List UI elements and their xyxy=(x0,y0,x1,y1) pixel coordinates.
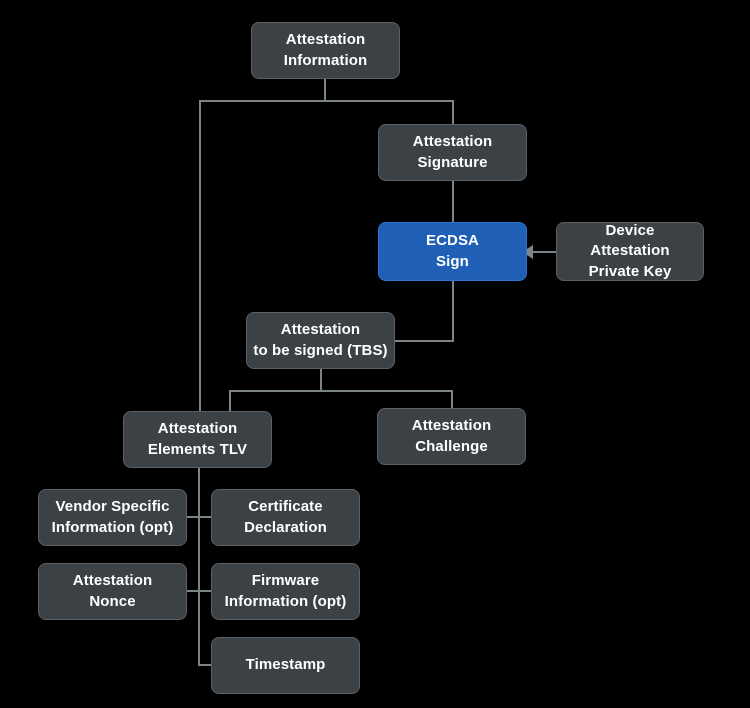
node-ecdsa-sign[interactable]: ECDSA Sign xyxy=(378,222,527,281)
edge-private-key-to-ecdsa-sign xyxy=(533,251,557,253)
node-certificate-declaration[interactable]: Certificate Declaration xyxy=(211,489,360,546)
node-vendor-specific-information[interactable]: Vendor Specific Information (opt) xyxy=(38,489,187,546)
edge-tbs-to-elements-tlv xyxy=(229,390,231,413)
node-attestation-challenge[interactable]: Attestation Challenge xyxy=(377,408,526,465)
edge-left-trunk-to-elements-tlv xyxy=(199,100,201,413)
node-timestamp-label: Timestamp xyxy=(245,656,326,674)
edge-branch-row1-right xyxy=(198,516,213,518)
edge-branch-row1-left xyxy=(186,516,200,518)
node-attestation-challenge-label: Attestation Challenge xyxy=(411,417,492,455)
edge-tbs-to-attestation-challenge xyxy=(451,390,453,408)
edge-drop-to-attestation-signature xyxy=(452,100,454,124)
edge-branch-row3-right xyxy=(198,664,213,666)
node-attestation-nonce-label: Attestation Nonce xyxy=(72,572,153,610)
node-attestation-tbs[interactable]: Attestation to be signed (TBS) xyxy=(246,312,395,369)
edge-branch-row2-left xyxy=(186,590,200,592)
edge-attestation-information-stem xyxy=(324,79,326,102)
node-ecdsa-sign-label: ECDSA Sign xyxy=(425,232,479,270)
node-attestation-elements-tlv-label: Attestation Elements TLV xyxy=(147,420,248,458)
node-attestation-nonce[interactable]: Attestation Nonce xyxy=(38,563,187,620)
node-vendor-specific-information-label: Vendor Specific Information (opt) xyxy=(51,498,174,536)
node-certificate-declaration-label: Certificate Declaration xyxy=(244,498,327,536)
node-firmware-information[interactable]: Firmware Information (opt) xyxy=(211,563,360,620)
edge-branch-row2-right xyxy=(198,590,213,592)
edge-ecdsa-sign-to-tbs-vertical xyxy=(452,281,454,342)
node-device-attestation-private-key[interactable]: Device Attestation Private Key xyxy=(556,222,704,281)
node-firmware-information-label: Firmware Information (opt) xyxy=(224,572,347,610)
arrowhead-into-ecdsa-sign xyxy=(522,245,533,259)
node-attestation-signature-label: Attestation Signature xyxy=(412,133,493,171)
node-attestation-elements-tlv[interactable]: Attestation Elements TLV xyxy=(123,411,272,468)
node-attestation-information[interactable]: Attestation Information xyxy=(251,22,400,79)
node-attestation-tbs-label: Attestation to be signed (TBS) xyxy=(253,321,388,359)
edge-ecdsa-sign-to-tbs-horizontal xyxy=(394,340,454,342)
node-attestation-information-label: Attestation Information xyxy=(283,31,368,69)
edge-tbs-stem xyxy=(320,368,322,392)
edge-signature-to-ecdsa-sign xyxy=(452,181,454,222)
node-attestation-signature[interactable]: Attestation Signature xyxy=(378,124,527,181)
node-device-attestation-private-key-label: Device Attestation Private Key xyxy=(588,222,672,280)
edge-tbs-distribution-bar xyxy=(229,390,453,392)
edge-top-distribution-bar xyxy=(199,100,454,102)
edge-elements-tlv-trunk xyxy=(198,467,200,666)
node-timestamp[interactable]: Timestamp xyxy=(211,637,360,694)
